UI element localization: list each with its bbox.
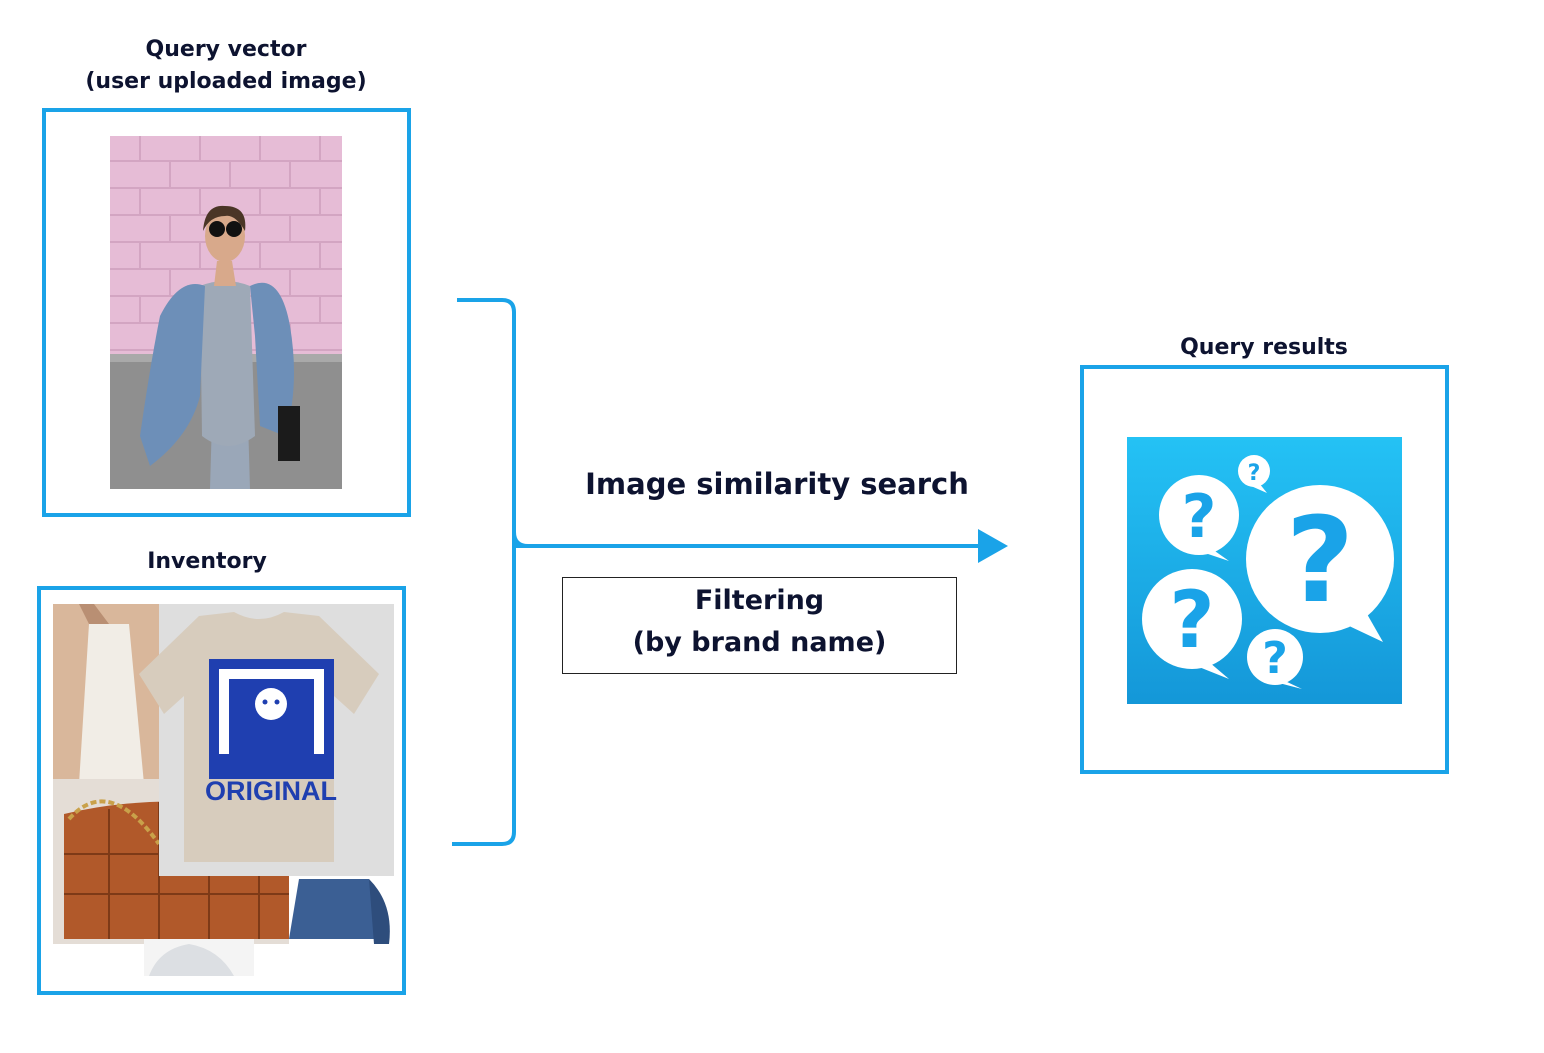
question-bubble-icon: ? xyxy=(1238,455,1270,493)
query-vector-title-line2: (user uploaded image) xyxy=(85,69,367,94)
question-bubble-icon: ? xyxy=(1246,485,1394,642)
query-results-frame: ? ? ? ? ? xyxy=(1080,365,1449,774)
search-arrow-head xyxy=(978,529,1008,563)
question-bubble-icon: ? xyxy=(1142,569,1242,679)
query-results-title: Query results xyxy=(1180,335,1348,360)
bracket-connector xyxy=(452,298,516,846)
shirt-print-text: ORIGINAL xyxy=(205,776,337,806)
inventory-collage: ORIGINAL xyxy=(53,604,394,976)
svg-text:?: ? xyxy=(1182,482,1217,552)
query-photo xyxy=(110,136,342,489)
question-bubble-icon: ? xyxy=(1247,629,1303,689)
query-vector-frame xyxy=(42,108,411,517)
svg-text:?: ? xyxy=(1169,576,1214,666)
query-vector-title: Query vector (user uploaded image) xyxy=(44,34,408,98)
bracket-joint xyxy=(512,531,529,548)
filter-box: Filtering (by brand name) xyxy=(562,577,957,674)
question-bubbles-image: ? ? ? ? ? xyxy=(1127,437,1402,704)
inventory-frame: ORIGINAL xyxy=(37,586,406,995)
filter-label-line1: Filtering xyxy=(694,585,825,616)
filter-label-line2: (by brand name) xyxy=(632,627,887,658)
svg-text:?: ? xyxy=(1262,633,1288,684)
search-label: Image similarity search xyxy=(585,467,969,501)
svg-text:?: ? xyxy=(1248,461,1261,486)
svg-text:?: ? xyxy=(1286,491,1354,629)
query-vector-title-line1: Query vector xyxy=(145,37,307,62)
inventory-title: Inventory xyxy=(147,549,267,574)
question-bubble-icon: ? xyxy=(1159,475,1239,561)
